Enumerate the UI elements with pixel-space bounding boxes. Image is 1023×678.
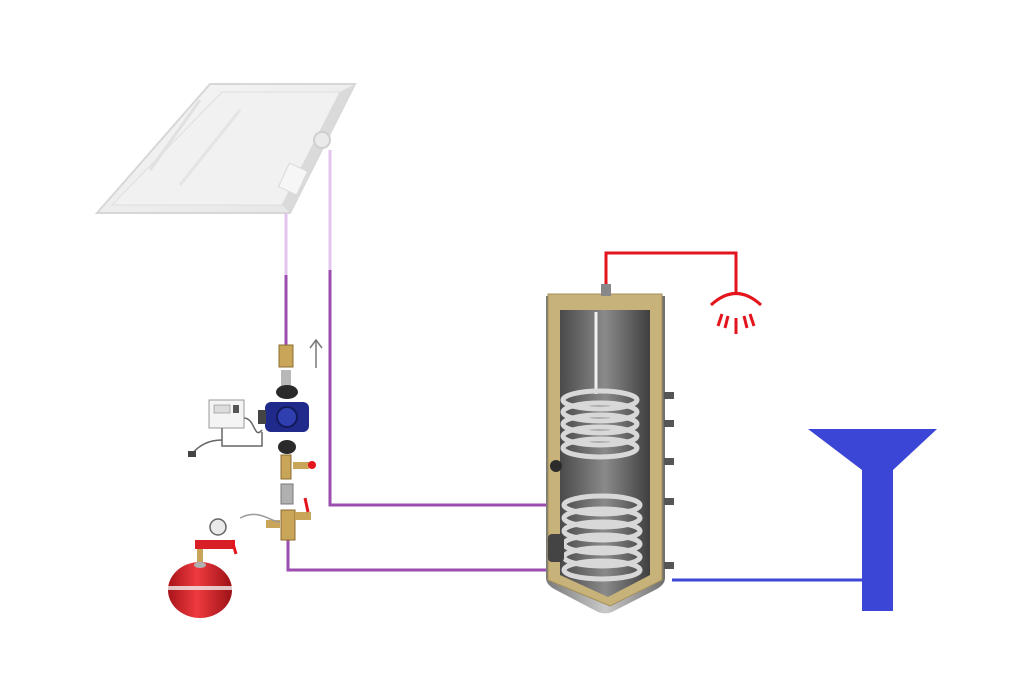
controller-icon — [208, 399, 245, 429]
cold-water-inlet — [808, 429, 937, 611]
circulation-pump-icon — [258, 402, 309, 432]
solar-loop-pipes — [284, 150, 556, 572]
storage-tank — [546, 284, 674, 614]
hot-water-line — [604, 251, 738, 292]
flow-direction-arrow — [309, 338, 323, 368]
shower-head-icon — [709, 292, 763, 334]
twin-coil-tank-icon — [546, 284, 674, 614]
expansion-vessel — [168, 513, 281, 618]
funnel-icon — [808, 429, 937, 611]
shower — [709, 292, 763, 334]
expansion-vessel-icon — [168, 562, 232, 618]
solar-collector — [94, 83, 357, 214]
upper-heat-exchanger-coil — [560, 388, 640, 460]
pump-station — [258, 344, 316, 541]
controller — [188, 399, 263, 457]
